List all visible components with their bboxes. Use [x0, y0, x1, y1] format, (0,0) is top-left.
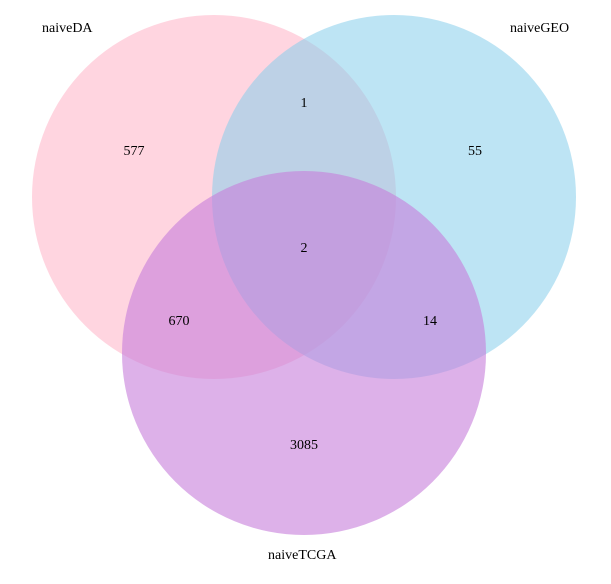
only-naivegeo-count: 55 [468, 144, 482, 159]
only-naiveda-count: 577 [124, 144, 145, 159]
naiveda-label: naiveDA [42, 21, 93, 36]
naiveda-naivegeo-count: 1 [301, 96, 308, 111]
naivegeo-label: naiveGEO [510, 21, 569, 36]
naiveda-naivetcga-count: 670 [169, 314, 190, 329]
naivetcga-circle [122, 171, 486, 535]
naivetcga-label: naiveTCGA [268, 548, 337, 563]
only-naivetcga-count: 3085 [290, 438, 318, 453]
all-three-count: 2 [301, 241, 308, 256]
naivegeo-naivetcga-count: 14 [423, 314, 437, 329]
